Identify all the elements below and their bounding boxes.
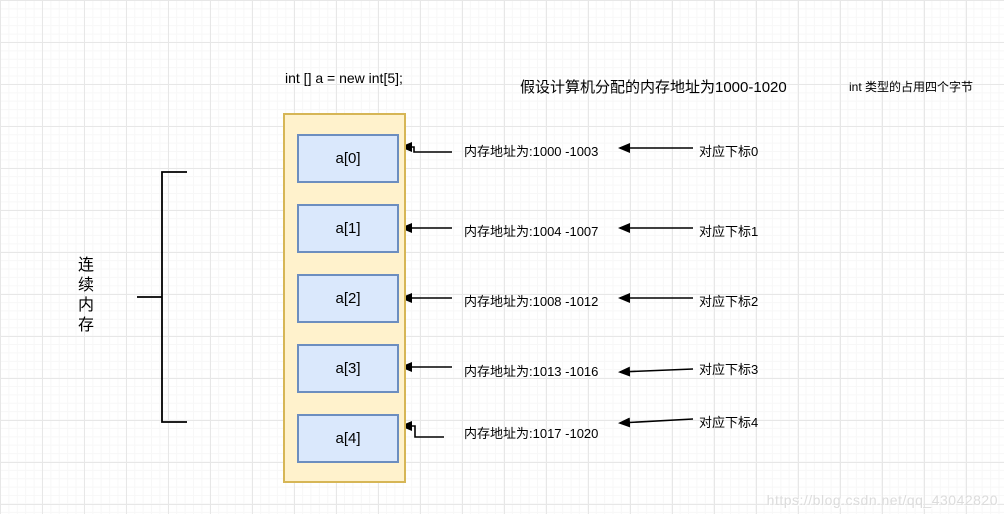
address-label-0: 内存地址为:1000 -1003 [464,144,599,159]
memory-range-assumption-text: 假设计算机分配的内存地址为1000-1020 [520,79,787,96]
index-label-2: 对应下标2 [699,294,759,309]
code-declaration-text: int [] a = new int[5]; [285,70,403,86]
address-label-2: 内存地址为:1008 -1012 [464,294,599,309]
index-label-1: 对应下标1 [699,224,759,239]
array-cell-a2: a[2] [297,274,399,323]
int-size-note-text: int 类型的占用四个字节 [849,80,974,94]
arrow-idx-to-addr-3 [618,366,694,377]
address-label-3: 内存地址为:1013 -1016 [464,364,599,379]
index-label-3: 对应下标3 [699,362,759,377]
arrow-addr-to-cell-0 [400,142,452,153]
array-cell-a0: a[0] [297,134,399,183]
array-cell-a1: a[1] [297,204,399,253]
index-label-4: 对应下标4 [699,415,759,430]
watermark-url: https://blog.csdn.net/qq_43042820 [766,492,998,508]
array-cell-a3: a[3] [297,344,399,393]
index-label-0: 对应下标0 [699,144,759,159]
arrow-idx-to-addr-4 [618,417,694,428]
address-label-1: 内存地址为:1004 -1007 [464,224,599,239]
array-cell-a4: a[4] [297,414,399,463]
address-label-4: 内存地址为:1017 -1020 [464,426,599,441]
bracket [161,171,187,423]
arrow-addr-to-cell-4 [400,421,444,438]
contiguous-memory-label: 连续内存 [75,256,92,336]
